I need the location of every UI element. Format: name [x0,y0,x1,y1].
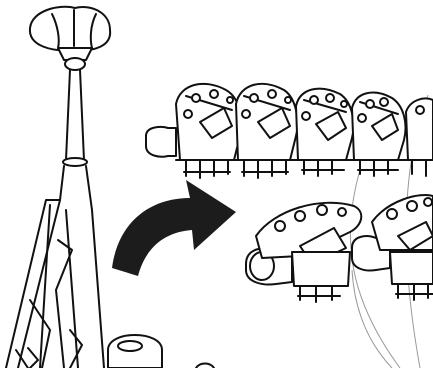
clamp-unit [235,82,299,179]
clamp-unit [145,82,243,179]
clamp-unit-partial [405,97,433,177]
clamp-unit [295,87,355,177]
clamp-row-bottom [245,194,433,303]
seatpost-saddle [28,5,112,167]
base-cylinder [107,334,215,368]
clamp-unit [351,91,407,177]
bike-frame-legs [5,165,105,368]
rotation-arrow [112,180,236,276]
clamp-row-top [145,82,433,179]
